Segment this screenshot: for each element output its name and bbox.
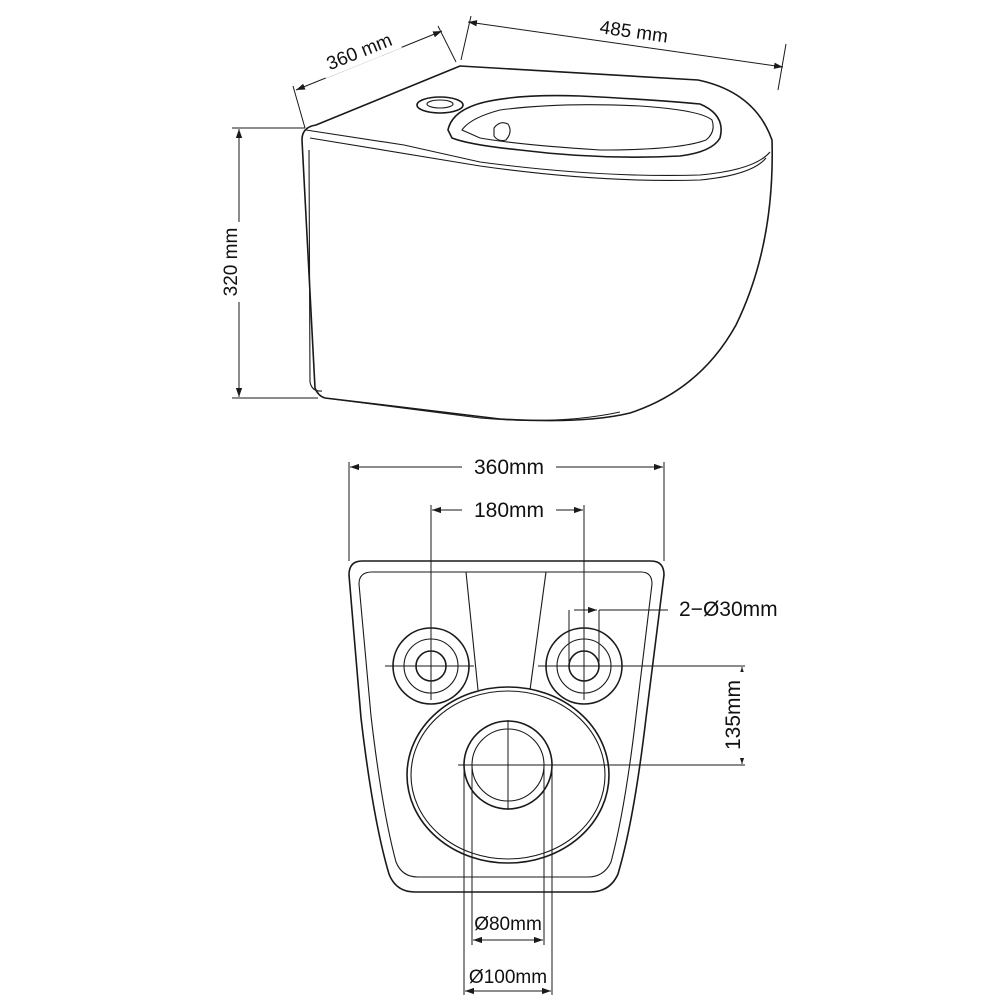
dimension-outlet-inner: Ø80mm bbox=[472, 765, 544, 945]
dimension-bolt-hole: 2−Ø30mm bbox=[569, 598, 778, 662]
bolt-height-label: 135mm bbox=[722, 680, 745, 750]
rear-width-label: 360mm bbox=[474, 456, 544, 479]
centerlines bbox=[385, 666, 745, 810]
dimension-bolt-height: 135mm bbox=[716, 667, 750, 764]
dimension-length-side: 485 mm bbox=[461, 12, 786, 90]
dimension-width-rear: 360mm bbox=[349, 452, 664, 561]
toilet-body-outline bbox=[302, 66, 772, 421]
dimension-outlet-outer: Ø100mm bbox=[464, 765, 552, 995]
dimension-bolt-spacing: 180mm bbox=[431, 495, 584, 700]
side-view: 360 mm 485 mm 320 mm bbox=[212, 12, 786, 420]
dimension-height-side: 320 mm bbox=[212, 128, 318, 398]
rear-view: 360mm 180mm 2−Ø30mm 135mm bbox=[349, 452, 778, 995]
bolt-spacing-label: 180mm bbox=[474, 499, 544, 522]
height-label: 320 mm bbox=[221, 228, 242, 297]
width-label: 360 mm bbox=[324, 30, 396, 75]
outlet-inner-label: Ø80mm bbox=[474, 914, 542, 935]
outlet-outer-label: Ø100mm bbox=[469, 967, 547, 988]
bolt-hole-label: 2−Ø30mm bbox=[679, 598, 778, 621]
rear-body-outline bbox=[349, 561, 664, 892]
